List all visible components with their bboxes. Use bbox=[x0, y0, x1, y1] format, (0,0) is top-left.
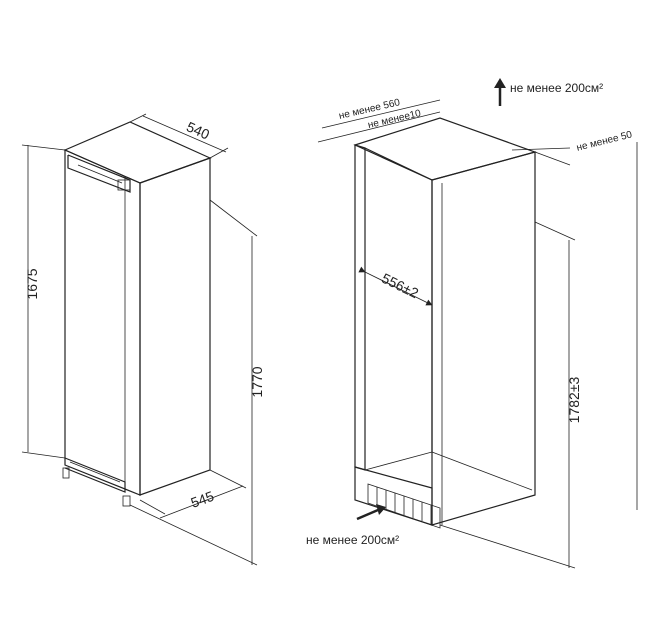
dim-label-50: не менее 50 bbox=[575, 129, 633, 154]
ext-line-545-bottom bbox=[139, 499, 166, 515]
dim-line-10 bbox=[317, 111, 441, 143]
ext-line-1770-top bbox=[209, 199, 258, 237]
niche-right-panel bbox=[431, 151, 536, 526]
niche-plinth bbox=[354, 466, 433, 526]
ext-line-1782-top bbox=[534, 221, 576, 241]
fridge-side-face bbox=[139, 157, 211, 496]
ext-line-545-top bbox=[209, 469, 247, 489]
niche-inner-floor-right bbox=[431, 451, 533, 491]
dim-label-1770: 1770 bbox=[249, 366, 265, 397]
niche-drawing: не менее 560 не менее10 не менее 50 556±… bbox=[306, 78, 638, 569]
vent-bottom-arrow-icon bbox=[376, 504, 386, 515]
dim-label-545: 545 bbox=[189, 488, 217, 511]
fridge-foot-right bbox=[122, 495, 131, 507]
ext-line-1782-bottom bbox=[439, 524, 576, 569]
ext-line-540-right bbox=[209, 147, 229, 159]
fridge-foot-left bbox=[62, 467, 70, 479]
fridge-hinge-detail bbox=[77, 164, 123, 184]
dim-label-1675: 1675 bbox=[24, 268, 40, 299]
dim-label-540: 540 bbox=[184, 118, 212, 142]
fridge-bottom-trim bbox=[64, 457, 126, 493]
dim-label-1782: 1782±3 bbox=[566, 376, 582, 423]
niche-inner-floor-left bbox=[364, 451, 433, 471]
ventilation-grille bbox=[367, 483, 441, 529]
fridge-bottom-detail bbox=[69, 461, 121, 483]
vent-top-label: не менее 200см² bbox=[510, 81, 603, 95]
dim-line-50 bbox=[511, 147, 571, 151]
ext-line-1770-bottom bbox=[129, 504, 258, 566]
ext-line-1675-bottom bbox=[21, 451, 66, 459]
fridge-hinge-block bbox=[117, 179, 131, 191]
ext-line-1675-top bbox=[21, 144, 66, 151]
niche-left-panel-edge bbox=[354, 144, 366, 471]
dim-line-540 bbox=[142, 115, 227, 153]
refrigerator-drawing: 1675 540 1770 545 bbox=[21, 113, 265, 566]
dim-line-560 bbox=[321, 99, 441, 129]
ext-line-50 bbox=[534, 151, 571, 166]
dim-label-556: 556±2 bbox=[379, 270, 421, 301]
fridge-top-hinge bbox=[67, 154, 131, 193]
dim-line-545 bbox=[159, 485, 244, 519]
fridge-front-face bbox=[64, 149, 141, 496]
vent-top-arrow-icon bbox=[494, 78, 506, 88]
dim-line-556 bbox=[358, 266, 433, 306]
vent-bottom-arrow-shaft bbox=[356, 508, 379, 521]
ext-line-540-left bbox=[129, 113, 147, 123]
vent-bottom-label: не менее 200см² bbox=[306, 533, 399, 547]
